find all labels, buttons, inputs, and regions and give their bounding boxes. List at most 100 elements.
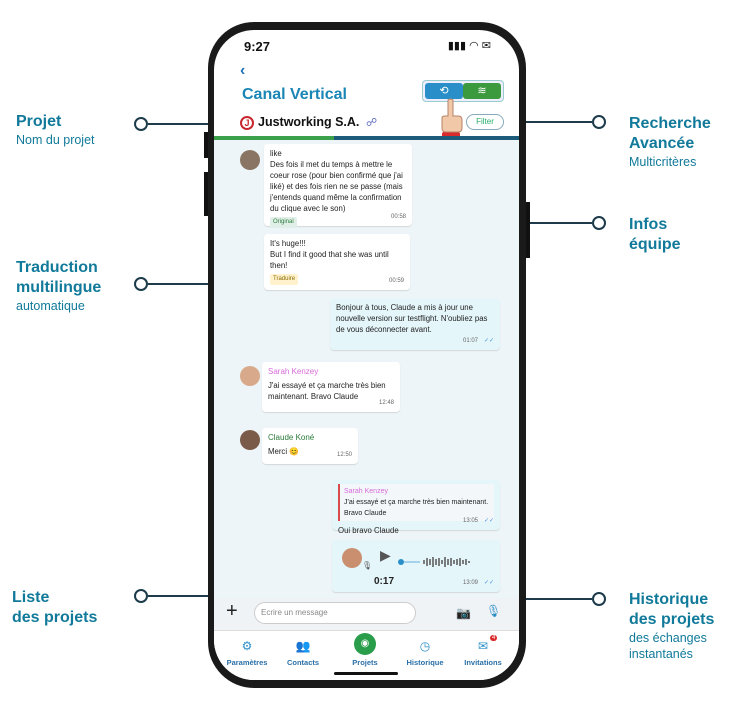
message-text: Merci 😊 bbox=[268, 447, 299, 456]
tab-invitations[interactable]: ✉ 4 Invitations bbox=[454, 635, 512, 667]
tab-contacts[interactable]: 👥 Contacts bbox=[274, 637, 332, 667]
annotation-title: des projets bbox=[12, 609, 98, 626]
plus-icon[interactable]: + bbox=[226, 600, 238, 622]
waveform[interactable] bbox=[398, 556, 476, 568]
bottom-tab-bar: ⚙ Paramètres 👥 Contacts ◉ Projets ◷ Hist… bbox=[214, 630, 519, 680]
badge-original[interactable]: Original bbox=[270, 217, 297, 228]
tab-projets[interactable]: ◉ Projets bbox=[336, 633, 394, 667]
annotation-title: Projet bbox=[16, 113, 62, 130]
message-text: like Des fois il met du temps à mettre l… bbox=[270, 149, 403, 213]
annotation-title: équipe bbox=[629, 236, 681, 253]
connector-line bbox=[148, 123, 238, 125]
avatar bbox=[342, 548, 362, 568]
progress-track bbox=[334, 136, 519, 140]
message-bubble: Claude Koné Merci 😊 12:50 bbox=[262, 428, 358, 464]
annotation-sub: automatique bbox=[16, 299, 85, 313]
annotation-title: Infos bbox=[629, 216, 668, 233]
quoted-text: J'ai essayé et ça marche très bien maint… bbox=[344, 499, 489, 517]
tab-historique[interactable]: ◷ Historique bbox=[396, 637, 454, 667]
annotation-sub: Multicritères bbox=[629, 155, 697, 169]
chat-area: like Des fois il met du temps à mettre l… bbox=[214, 140, 519, 620]
message-bubble: Sarah Kenzey J'ai essayé et ça marche tr… bbox=[262, 362, 400, 412]
read-ticks-icon: ✓✓ bbox=[483, 338, 494, 344]
message-text: J'ai essayé et ça marche très bien maint… bbox=[268, 381, 386, 401]
team-info-icon[interactable]: ☍ bbox=[366, 117, 378, 129]
annotation-sub: instantanés bbox=[629, 647, 693, 661]
view-toggle[interactable]: ⟲ ≋ bbox=[422, 80, 504, 102]
annotation-title: Avancée bbox=[629, 135, 695, 152]
sender-name: Sarah Kenzey bbox=[268, 367, 319, 376]
message-time: 12:50 bbox=[336, 452, 352, 458]
progress-fill bbox=[214, 136, 334, 140]
annotation-title: Historique bbox=[629, 591, 709, 608]
tab-label: Historique bbox=[406, 658, 444, 667]
annotation-recherche: Recherche Avancée Multicritères bbox=[629, 114, 711, 170]
progress-bar bbox=[214, 136, 519, 140]
notification-badge: 4 bbox=[490, 635, 498, 641]
message-text: Oui bravo Claude bbox=[338, 526, 399, 535]
annotation-title: des projets bbox=[629, 611, 715, 628]
badge-translate[interactable]: Traduire bbox=[270, 274, 299, 285]
gear-icon: ⚙ bbox=[241, 639, 253, 653]
message-bubble: It's huge!!! But I find it good that she… bbox=[264, 234, 410, 290]
layers-icon[interactable]: ≋ bbox=[463, 83, 501, 99]
quoted-name: Sarah Kenzey bbox=[344, 488, 388, 495]
connector-dot bbox=[592, 592, 606, 606]
status-time: 9:27 bbox=[244, 39, 271, 54]
annotation-traduction: Traduction multilingue automatique bbox=[16, 258, 101, 314]
sender-name: Claude Koné bbox=[268, 433, 315, 442]
wifi-icon: ◠ bbox=[469, 40, 479, 52]
connector-line bbox=[148, 283, 258, 285]
annotation-infos: Infos équipe bbox=[629, 215, 681, 255]
connector-line bbox=[506, 121, 592, 123]
message-time: 13:05 bbox=[462, 518, 478, 524]
camera-icon[interactable]: 📷 bbox=[456, 606, 471, 620]
annotation-projet: Projet Nom du projet bbox=[16, 112, 95, 148]
connector-dot bbox=[134, 277, 148, 291]
back-button[interactable]: ‹ bbox=[240, 62, 245, 80]
status-bar: 9:27 ▮▮▮ ◠ ✉ bbox=[214, 30, 519, 60]
voice-message: 🎙 ▶ 0:17 ✓✓ 13:09 bbox=[332, 540, 500, 592]
annotation-historique: Historique des projets des échanges inst… bbox=[629, 590, 714, 662]
search-mode-icon[interactable]: ⟲ bbox=[425, 83, 463, 99]
channel-title: Canal Vertical bbox=[242, 86, 347, 103]
message-time: 00:59 bbox=[388, 278, 404, 284]
quoted-message[interactable]: Sarah Kenzey J'ai essayé et ça marche tr… bbox=[338, 484, 494, 521]
status-icons: ▮▮▮ ◠ ✉ bbox=[448, 39, 491, 52]
message-time: 00:58 bbox=[390, 214, 406, 220]
connector-dot bbox=[592, 216, 606, 230]
play-icon[interactable]: ▶ bbox=[380, 547, 391, 563]
mail-icon: ✉ bbox=[477, 639, 489, 653]
avatar bbox=[240, 366, 260, 386]
tab-parametres[interactable]: ⚙ Paramètres bbox=[218, 637, 276, 667]
tab-label: Invitations bbox=[464, 658, 502, 667]
projects-icon: ◉ bbox=[354, 633, 376, 655]
tab-label: Paramètres bbox=[226, 658, 268, 667]
message-text: It's huge!!! But I find it good that she… bbox=[270, 239, 389, 270]
annotation-sub: Nom du projet bbox=[16, 133, 95, 147]
clock-icon: ◷ bbox=[419, 639, 431, 653]
mic-icon[interactable]: 🎙 bbox=[486, 604, 502, 618]
message-bubble-reply: Sarah Kenzey J'ai essayé et ça marche tr… bbox=[332, 480, 500, 535]
tab-label: Projets bbox=[352, 658, 378, 667]
message-input[interactable]: Ecrire un message bbox=[254, 602, 416, 624]
message-bubble: like Des fois il met du temps à mettre l… bbox=[264, 144, 412, 228]
avatar bbox=[240, 430, 260, 450]
message-bubble-me: Bonjour à tous, Claude a mis à jour une … bbox=[330, 298, 500, 350]
connector-dot bbox=[134, 589, 148, 603]
annotation-title: Traduction bbox=[16, 259, 98, 276]
message-text: Bonjour à tous, Claude a mis à jour une … bbox=[336, 303, 488, 334]
tab-label: Contacts bbox=[286, 658, 320, 667]
filter-button[interactable]: Filter bbox=[466, 114, 504, 130]
mic-small-icon: 🎙 bbox=[362, 561, 373, 570]
message-icon: ✉ bbox=[481, 40, 491, 52]
signal-icon: ▮▮▮ bbox=[447, 40, 467, 52]
message-time: 12:48 bbox=[378, 400, 394, 406]
voice-duration: 0:17 bbox=[374, 576, 395, 587]
annotation-liste: Liste des projets bbox=[12, 588, 97, 628]
read-ticks-icon: ✓✓ bbox=[483, 518, 494, 524]
annotation-title: Liste bbox=[12, 589, 50, 606]
avatar bbox=[240, 150, 260, 170]
